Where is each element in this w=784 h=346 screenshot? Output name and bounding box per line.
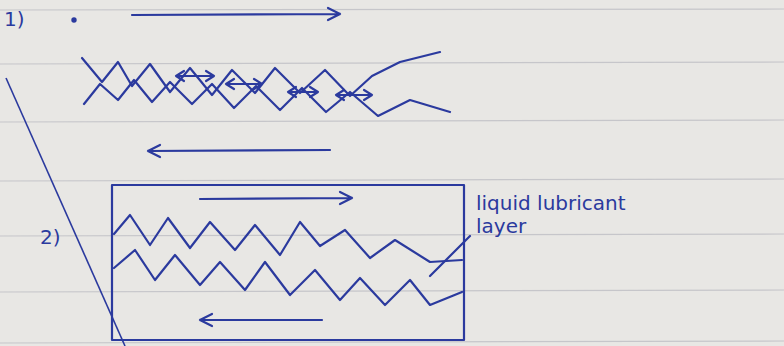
lubricant-box bbox=[112, 185, 464, 340]
motion-arrow bbox=[148, 145, 330, 157]
interlock-arrow bbox=[336, 90, 372, 100]
motion-arrow bbox=[200, 314, 322, 326]
upper-surface bbox=[114, 215, 462, 262]
lower-surface bbox=[84, 80, 450, 116]
motion-arrow bbox=[132, 8, 340, 20]
lower-surface bbox=[114, 250, 462, 305]
margin-stroke bbox=[6, 78, 125, 346]
callout-label: liquid lubricant layer bbox=[476, 192, 636, 238]
interlock-arrow bbox=[176, 71, 214, 81]
interlock-arrow bbox=[226, 79, 262, 89]
part-number: 1) bbox=[4, 8, 25, 31]
upper-surface bbox=[82, 52, 440, 96]
leader-line bbox=[430, 236, 470, 276]
motion-arrow bbox=[200, 192, 352, 204]
ruled-lines bbox=[0, 9, 784, 343]
part-number: 2) bbox=[40, 226, 61, 249]
ink-dot bbox=[72, 18, 75, 21]
interlock-arrow bbox=[288, 87, 318, 97]
